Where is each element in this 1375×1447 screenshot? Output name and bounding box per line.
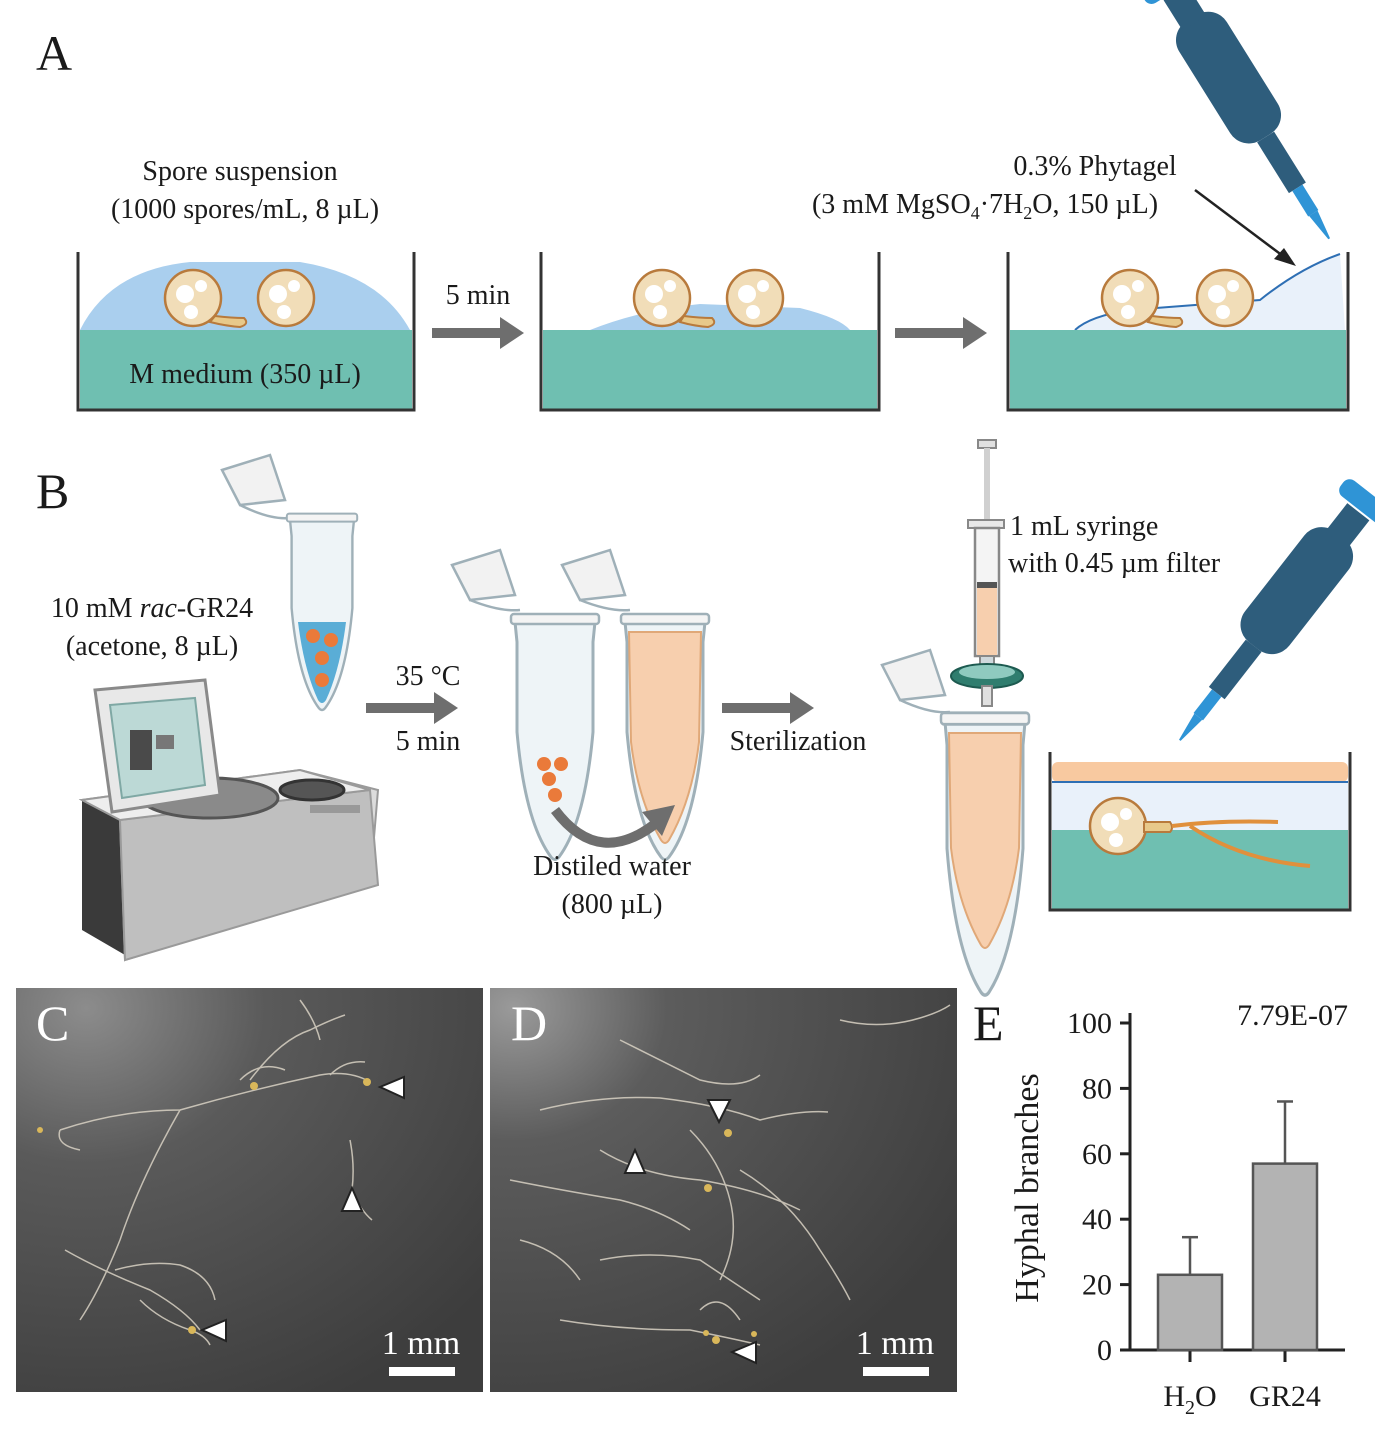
arrow-b2: [722, 692, 814, 724]
arrow-b1: [366, 692, 458, 724]
panel-b-letter: B: [36, 463, 69, 519]
micrograph-c: [16, 988, 483, 1392]
transfer-arrowhead: [642, 805, 675, 836]
arrowhead-marker-c2: [340, 1185, 364, 1212]
panel-e-letter: E: [973, 995, 1004, 1051]
arrowhead-marker-d3: [729, 1340, 757, 1365]
arrowhead-marker-d1: [706, 1099, 732, 1125]
well-b: [1048, 752, 1352, 912]
dissolved-tube: [560, 548, 711, 861]
filtered-tube: [880, 648, 1031, 997]
transfer-curved-arrow: [551, 806, 664, 848]
y-axis-label: Hyphal branches: [1009, 1073, 1046, 1302]
dried-tube: [450, 548, 601, 861]
arrowhead-marker-c1: [377, 1075, 405, 1100]
pipette-icon-a: [1138, 0, 1355, 255]
phytagel-pointer-arrow: [1194, 189, 1296, 266]
gr24-tube: [220, 453, 359, 712]
syringe-label: 1 mL syringe: [1010, 511, 1158, 542]
y-tick-label: 40: [1082, 1203, 1112, 1236]
scale-label-c: 1 mm: [382, 1325, 460, 1362]
y-tick-label: 0: [1097, 1334, 1112, 1367]
m-medium-label: M medium (350 µL): [129, 359, 361, 390]
arrow-a1: [432, 317, 524, 349]
time-label-b: 5 min: [396, 726, 461, 757]
arrowhead-marker-d2: [623, 1147, 647, 1174]
temperature-label: 35 °C: [396, 661, 461, 692]
p-value-annotation: 7.79E-07: [1237, 999, 1348, 1032]
bar-gr24: [1251, 1162, 1319, 1352]
scale-bar-d: [863, 1367, 929, 1376]
y-tick-label: 20: [1082, 1269, 1112, 1302]
arrow-a2: [895, 317, 987, 349]
y-tick-label: 60: [1082, 1138, 1112, 1171]
well-2: [539, 252, 881, 412]
water-label: Distiled water: [533, 851, 692, 882]
phytagel-label: 0.3% Phytagel: [1013, 151, 1177, 182]
well-1: M medium (350 µL): [76, 252, 416, 412]
bar-h2o: [1156, 1273, 1224, 1352]
gr24-solvent: (acetone, 8 µL): [66, 631, 238, 662]
panel-d-letter: D: [511, 995, 547, 1051]
y-tick-label: 100: [1067, 1007, 1112, 1040]
panel-c-letter: C: [36, 995, 69, 1051]
syringe-filter-icon: [950, 439, 1024, 707]
x-tick-label: H2O: [1163, 1380, 1216, 1419]
gr24-label: 10 mM rac-GR24: [51, 593, 253, 624]
micrograph-d: [490, 988, 957, 1392]
spore-suspension-conc: (1000 spores/mL, 8 µL): [111, 194, 379, 225]
syringe-filter-label: with 0.45 µm filter: [1008, 548, 1221, 579]
y-tick-label: 80: [1082, 1072, 1112, 1105]
scale-bar-c: [389, 1367, 455, 1376]
arrowhead-marker-c3: [199, 1318, 227, 1343]
step-time-label: 5 min: [446, 280, 511, 311]
water-volume: (800 µL): [562, 889, 663, 920]
spore-suspension-label: Spore suspension: [142, 156, 337, 187]
x-tick-label: GR24: [1249, 1380, 1321, 1413]
sterilization-label: Sterilization: [730, 726, 867, 757]
well-3: [1006, 252, 1350, 412]
panel-a-letter: A: [36, 25, 72, 81]
concentrator-device-icon: [78, 678, 380, 962]
pipette-icon-b: [1156, 475, 1375, 759]
phytagel-composition: (3 mM MgSO4·7H2O, 150 µL): [812, 189, 1158, 223]
scale-label-d: 1 mm: [856, 1325, 934, 1362]
